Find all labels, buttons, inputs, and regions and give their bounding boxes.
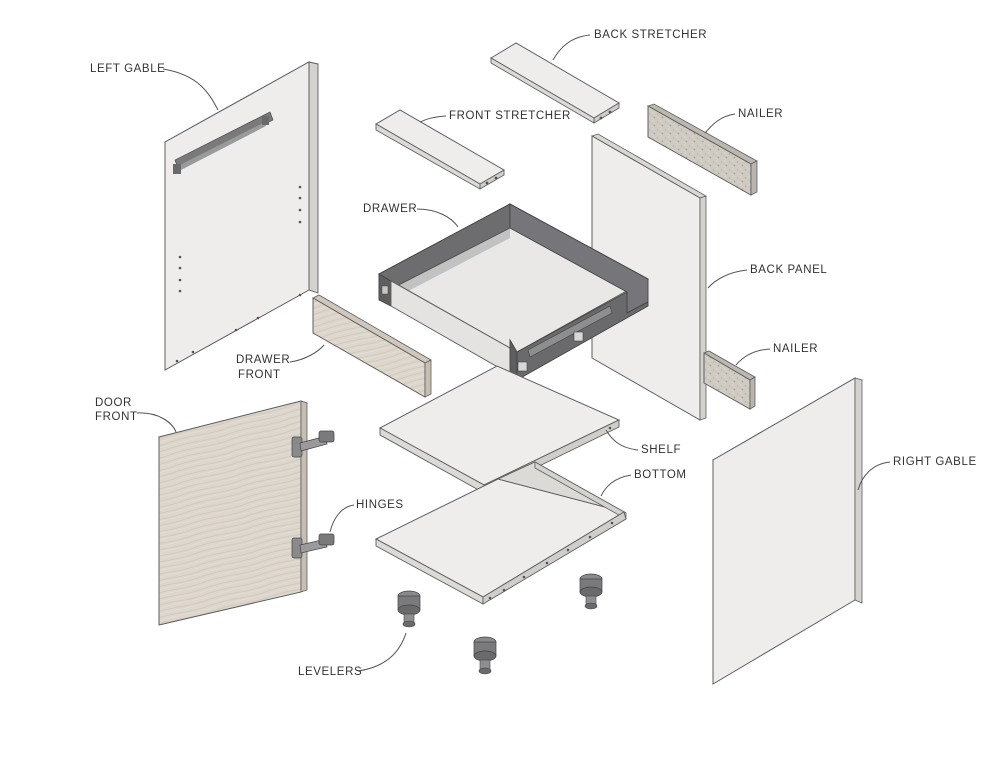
label-levelers: LEVELERS [298, 666, 363, 678]
label-bottom: BOTTOM [634, 469, 687, 481]
label-door-front-line2: FRONT [95, 411, 138, 423]
label-drawer-front-line1: DRAWER [236, 354, 291, 366]
hinge-upper [291, 430, 335, 458]
leader-back-stretcher [552, 34, 591, 61]
leveler-center [473, 636, 497, 675]
hinge-lower [291, 533, 335, 559]
leveler-right [579, 573, 603, 610]
label-drawer-front-line2: FRONT [238, 369, 281, 381]
front-stretcher [375, 109, 505, 190]
nailer-top [647, 103, 758, 196]
label-door-front-line1: DOOR [95, 397, 132, 409]
leader-drawer-front [289, 344, 325, 363]
leader-front-stretcher [419, 115, 447, 123]
back-stretcher [490, 42, 620, 124]
leader-shelf [605, 429, 639, 451]
label-hinges: HINGES [356, 499, 404, 511]
nailer-bottom [703, 350, 756, 410]
label-drawer: DRAWER [363, 203, 418, 215]
leader-lines [136, 34, 891, 672]
leader-right-gable [857, 461, 891, 491]
label-nailer-bottom: NAILER [773, 343, 819, 355]
label-back-panel: BACK PANEL [750, 264, 828, 276]
leader-drawer [416, 208, 459, 228]
leader-bottom [600, 474, 632, 497]
label-right-gable: RIGHT GABLE [893, 456, 977, 468]
drawer [377, 203, 650, 381]
door-front [157, 400, 309, 626]
right-gable [711, 377, 864, 685]
drawer-front [312, 294, 432, 398]
leader-back-panel [707, 269, 748, 289]
label-back-stretcher: BACK STRETCHER [594, 29, 708, 41]
leader-door-front [136, 412, 177, 433]
leader-levelers [357, 632, 407, 672]
leveler-left [397, 590, 421, 628]
leader-hinges [329, 504, 355, 533]
label-left-gable: LEFT GABLE [90, 63, 166, 75]
leader-nailer-bottom [735, 348, 771, 366]
label-front-stretcher: FRONT STRETCHER [449, 110, 571, 122]
bottom-panel [374, 461, 627, 605]
leader-left-gable [162, 68, 219, 111]
label-nailer-top: NAILER [738, 108, 784, 120]
left-gable [163, 61, 320, 371]
label-shelf: SHELF [641, 444, 682, 456]
leader-nailer-top [704, 113, 736, 134]
